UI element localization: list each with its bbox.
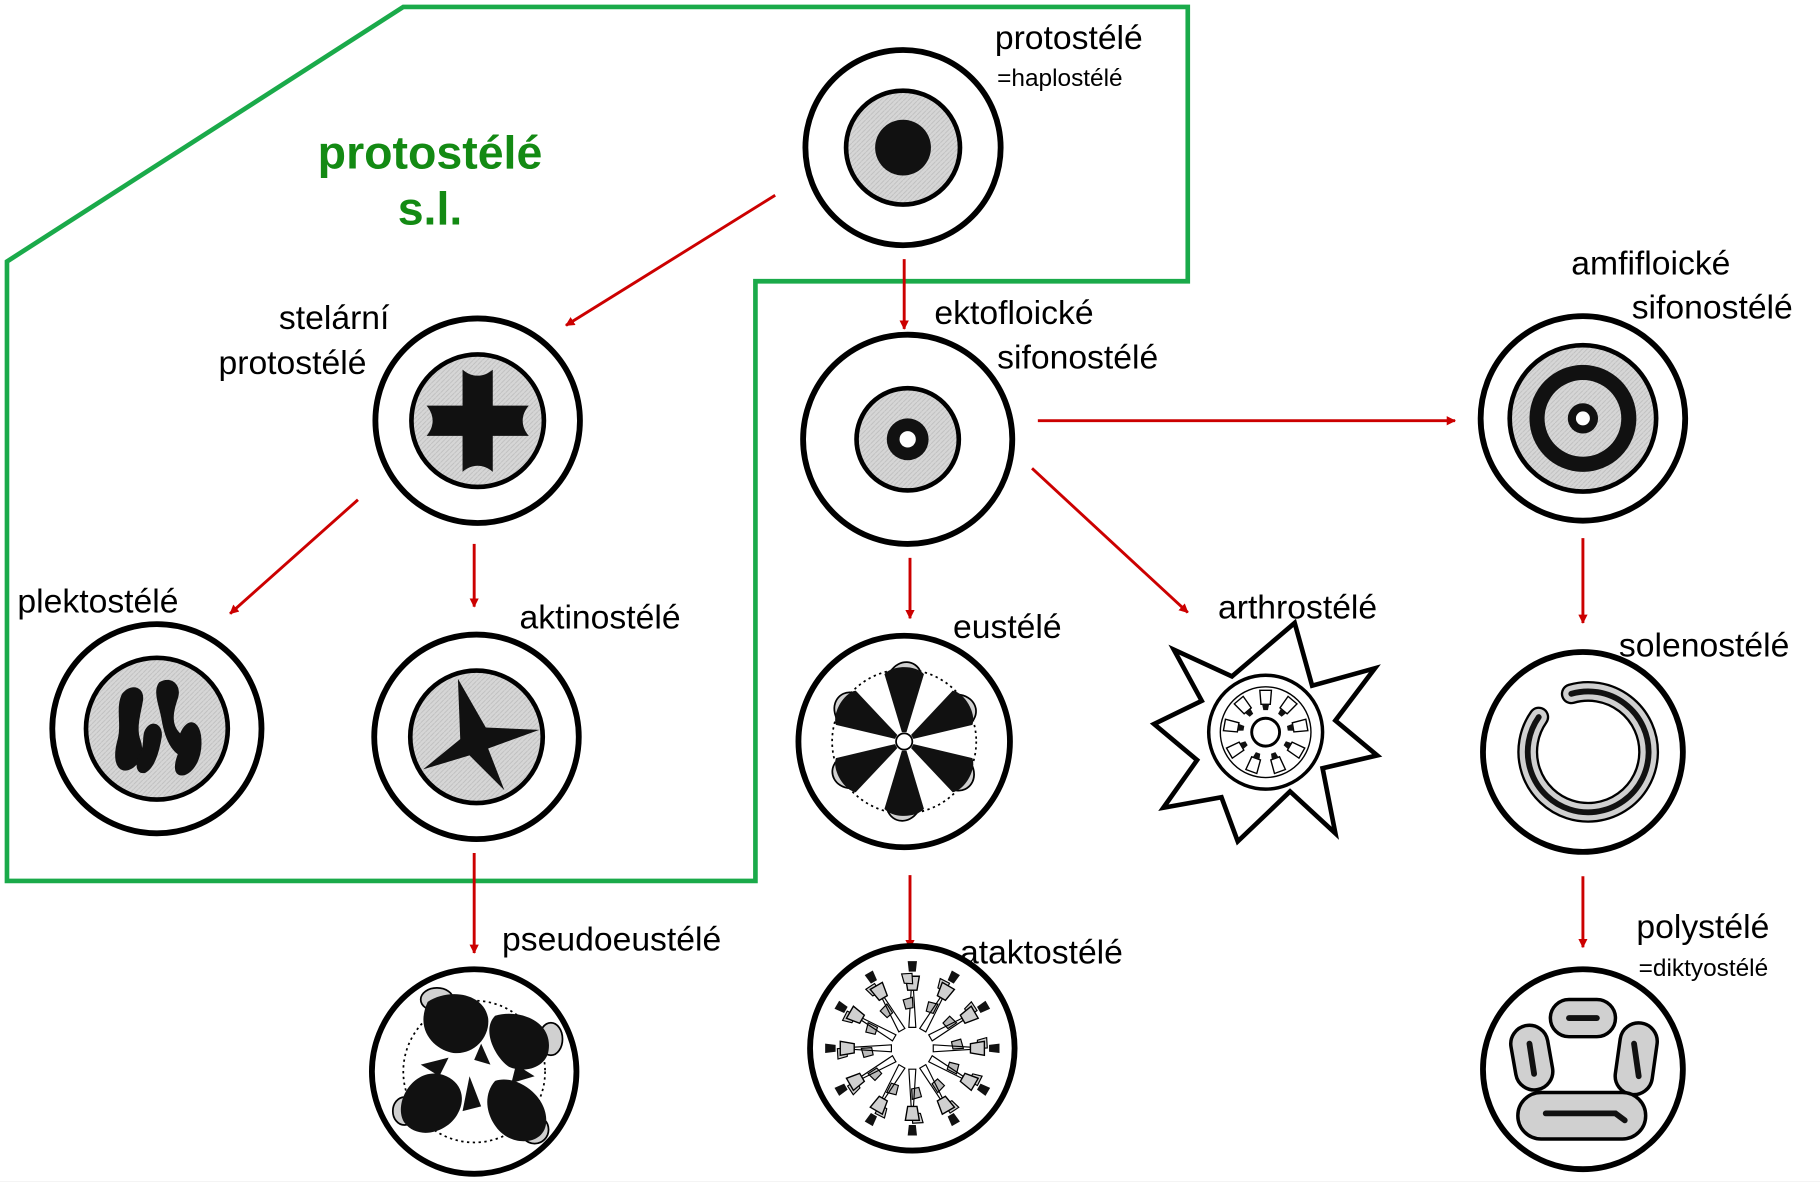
label-stelarni-line2: protostélé: [218, 344, 366, 382]
group-label-line2: s.l.: [398, 182, 463, 234]
amfifloicke-sifonostele-icon: [1481, 316, 1686, 521]
arrow-stelarni-to-plektostele: [230, 500, 358, 614]
ektofloicke-sifonostele-icon: [803, 335, 1012, 544]
arrow-ektofloicke-to-arthrostele: [1032, 468, 1188, 612]
protostele-icon: [805, 50, 1000, 245]
label-solenostele: solenostélé: [1619, 627, 1789, 665]
label-ektofloicke-line2: sifonostélé: [997, 338, 1158, 376]
arthrostele-icon: [1154, 623, 1377, 841]
group-label-line1: protostélé: [318, 127, 543, 179]
label-aktinostele: aktinostélé: [520, 599, 681, 637]
aktinostele-icon: [374, 635, 579, 840]
plektostele-icon: [52, 624, 261, 833]
label-eustele: eustélé: [953, 608, 1062, 646]
label-pseudoeustele: pseudoeustélé: [502, 921, 721, 959]
label-amfifloicke-line2: sifonostélé: [1632, 288, 1793, 326]
arrow-protostele-to-stelarni: [566, 195, 775, 325]
label-stelarni-line1: stelární: [279, 299, 390, 337]
label-ataktostele: ataktostélé: [960, 933, 1123, 971]
label-protostele: protostélé: [995, 19, 1143, 57]
pseudoeustele-icon: [372, 969, 577, 1174]
polystele-icon: [1483, 969, 1683, 1169]
solenostele-icon: [1483, 652, 1683, 852]
ataktostele-icon: [810, 946, 1015, 1151]
label-polystele: polystélé: [1636, 908, 1769, 946]
label-amfifloicke-line1: amfifloické: [1571, 244, 1730, 282]
label-plektostele: plektostélé: [17, 582, 178, 620]
eustele-icon: [798, 636, 1010, 848]
label-protostele-synonym: =haplostélé: [997, 65, 1122, 92]
label-arthrostele: arthrostélé: [1218, 588, 1377, 626]
label-ektofloicke-line1: ektofloické: [934, 294, 1093, 332]
label-polystele-synonym: =diktyostélé: [1639, 955, 1768, 982]
stelarni-protostele-icon: [375, 318, 580, 523]
